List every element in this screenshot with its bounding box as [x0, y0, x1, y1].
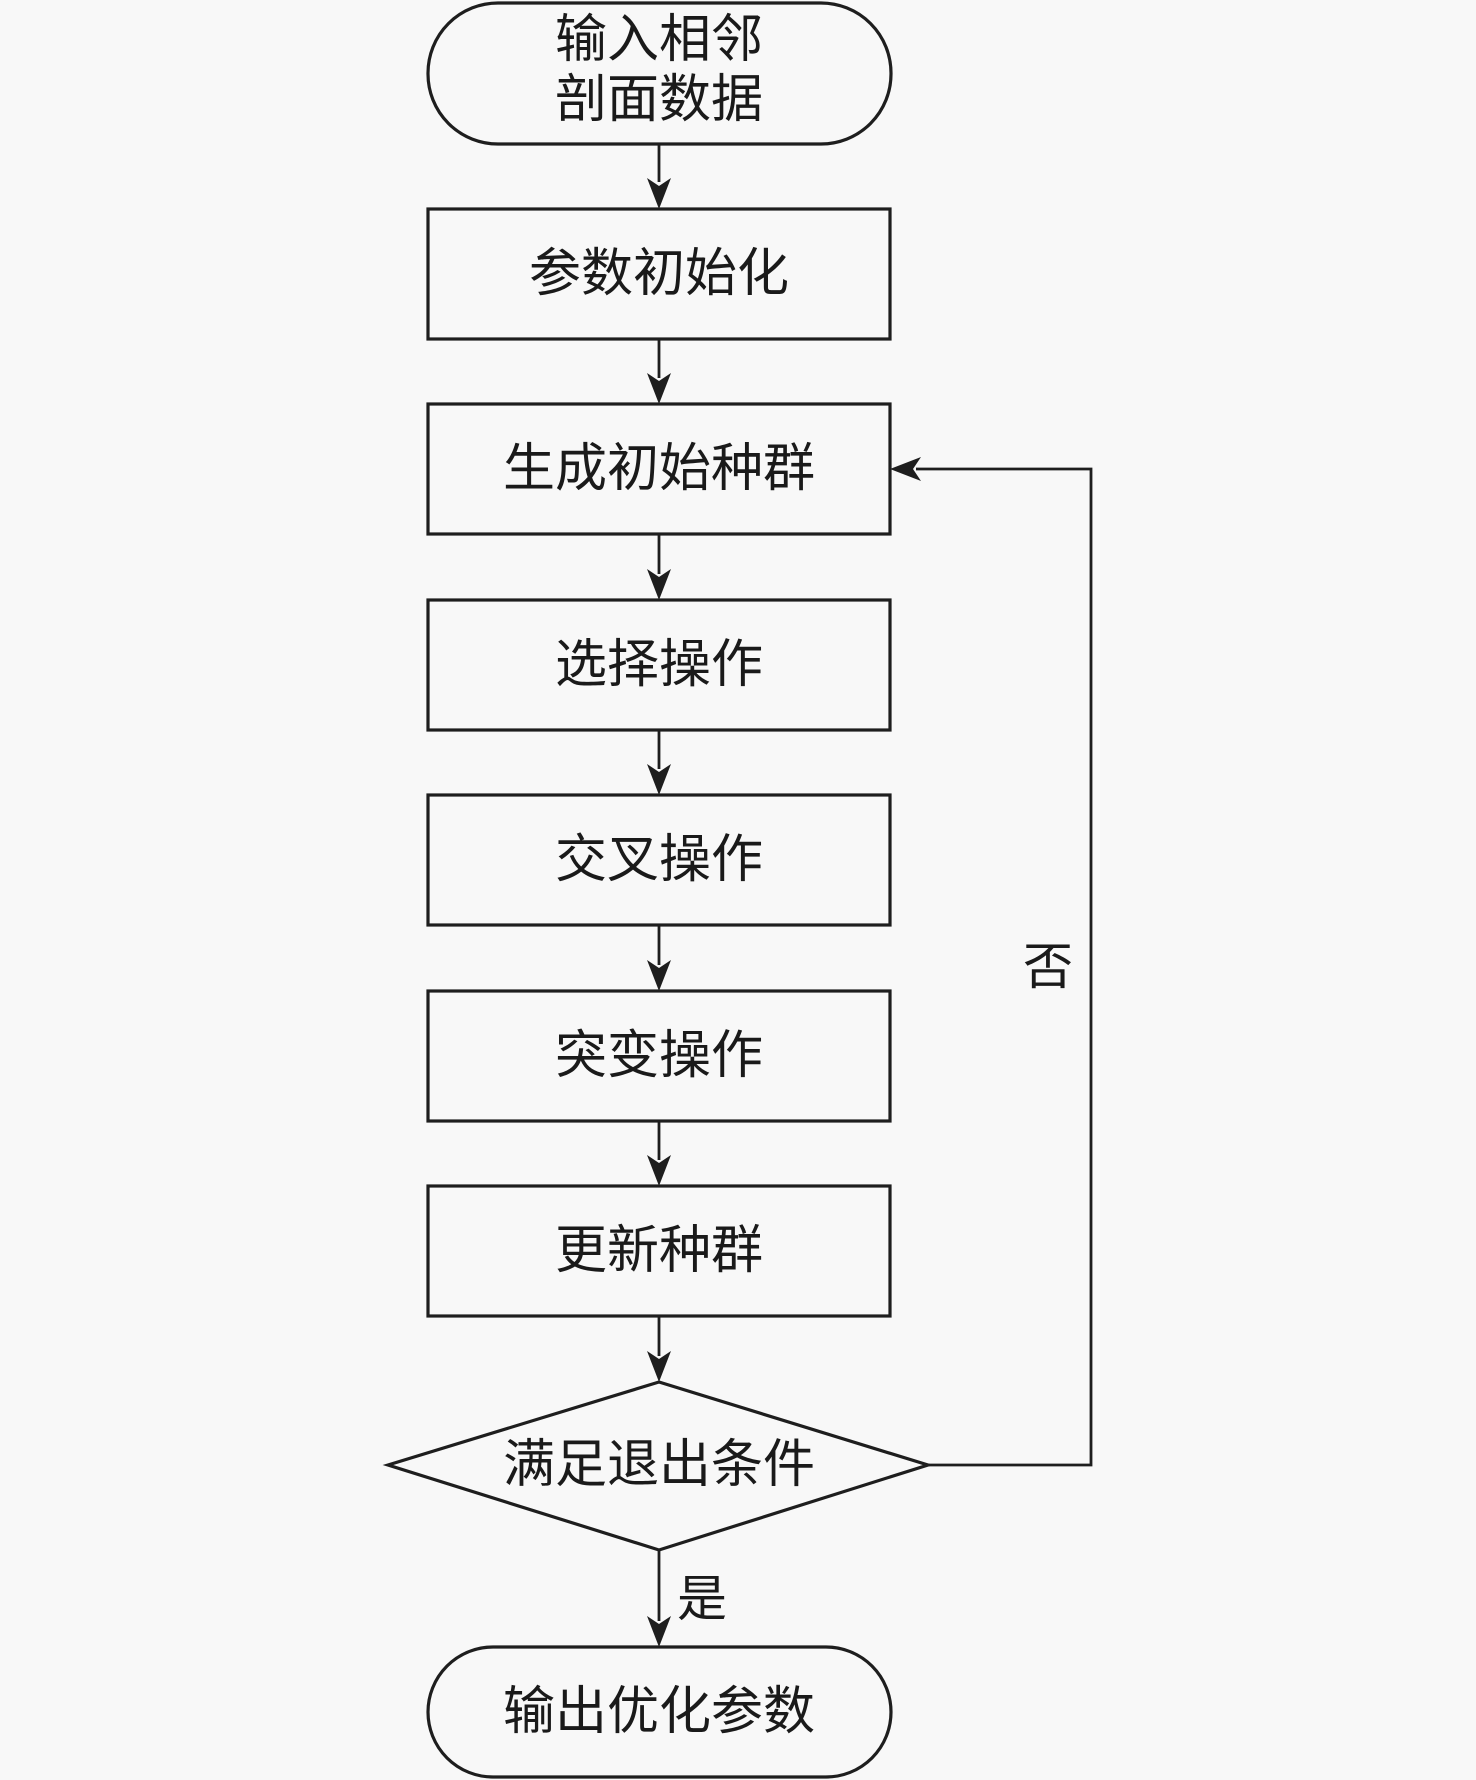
crossover-label: 交叉操作: [555, 830, 763, 890]
process-box: [426, 989, 892, 1123]
arrowhead-icon: [647, 1351, 671, 1382]
node-exit-check-decision[interactable]: 满足退出条件: [382, 1380, 934, 1552]
terminal-shape: [426, 1, 893, 146]
decision-diamond: [382, 1380, 934, 1552]
arrowhead-icon: [647, 373, 671, 404]
init-params-label: 参数初始化: [529, 244, 789, 304]
arrowhead-icon: [890, 457, 921, 481]
node-crossover[interactable]: 交叉操作: [426, 793, 892, 927]
selection-label: 选择操作: [555, 635, 763, 695]
node-mutation[interactable]: 突变操作: [426, 989, 892, 1123]
process-box: [426, 402, 892, 536]
process-box: [426, 1184, 892, 1318]
arrowhead-icon: [647, 569, 671, 600]
exit-check-label: 满足退出条件: [503, 1435, 815, 1495]
update-population-label: 更新种群: [555, 1221, 763, 1281]
end-label: 输出优化参数: [503, 1682, 815, 1742]
arrowhead-icon: [647, 764, 671, 795]
terminal-shape: [426, 1645, 893, 1779]
mutation-label: 突变操作: [555, 1026, 763, 1086]
connectors: [647, 144, 1093, 1647]
node-update-population[interactable]: 更新种群: [426, 1184, 892, 1318]
node-start-terminal[interactable]: 输入相邻 剖面数据: [426, 1, 893, 146]
start-label-line-1: 输入相邻: [555, 10, 763, 70]
process-box: [426, 793, 892, 927]
node-init-params[interactable]: 参数初始化: [426, 207, 892, 341]
node-end-terminal[interactable]: 输出优化参数: [426, 1645, 893, 1779]
start-label-line-2: 剖面数据: [555, 70, 763, 130]
connector-loop-back: [916, 467, 1093, 1467]
node-gen-population[interactable]: 生成初始种群: [426, 402, 892, 536]
arrowhead-icon: [647, 1155, 671, 1186]
process-box: [426, 207, 892, 341]
gen-population-label: 生成初始种群: [503, 439, 815, 499]
edge-label-yes: 是: [677, 1570, 727, 1628]
node-selection[interactable]: 选择操作: [426, 598, 892, 732]
arrowhead-icon: [647, 1616, 671, 1647]
process-box: [426, 598, 892, 732]
edge-label-no: 否: [1023, 938, 1073, 996]
arrowhead-icon: [647, 178, 671, 209]
arrowhead-icon: [647, 960, 671, 991]
